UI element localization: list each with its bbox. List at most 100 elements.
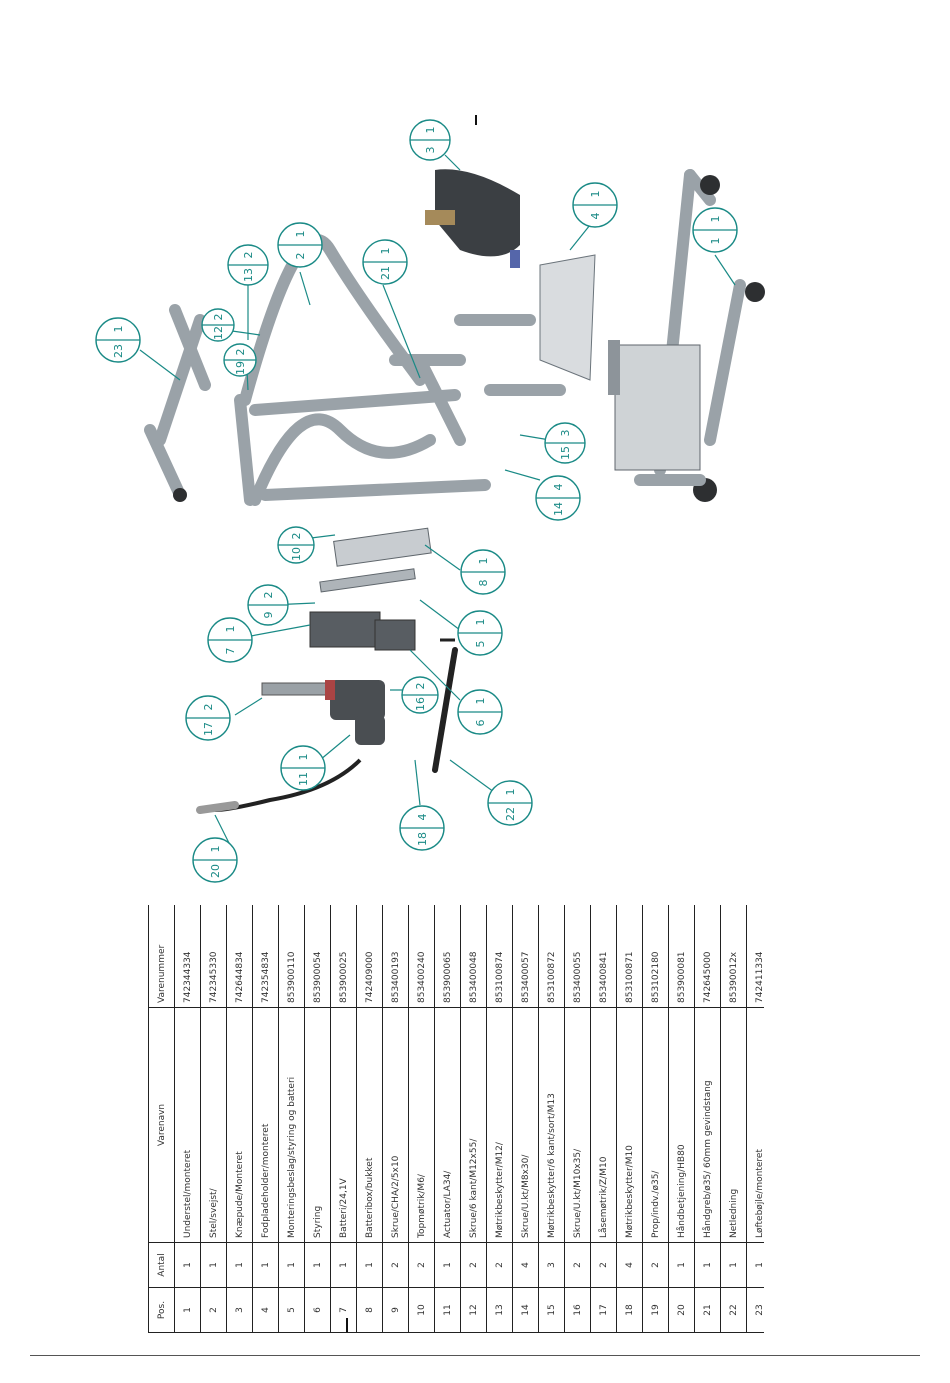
cell-pos: 22	[720, 1287, 747, 1333]
svg-text:9: 9	[262, 612, 275, 619]
cell-name: Møtrikbeskytter/M12/	[486, 1007, 513, 1243]
cell-name: Styring	[304, 1007, 331, 1243]
cell-name: Topmøtrik/M6/	[408, 1007, 435, 1243]
cell-qty: 1	[174, 1242, 201, 1288]
cell-pos: 15	[538, 1287, 565, 1333]
cell-pos: 20	[668, 1287, 695, 1333]
cell-name: Møtrikbeskytter/M10	[616, 1007, 643, 1243]
cell-qty: 1	[226, 1242, 253, 1288]
cell-pos: 17	[590, 1287, 617, 1333]
cell-name: Batteribox/bukket	[356, 1007, 383, 1243]
svg-text:1: 1	[589, 191, 602, 198]
balloon-9: 9 2	[247, 584, 289, 626]
cell-pos: 3	[226, 1287, 253, 1333]
balloon-5: 5 1	[457, 610, 503, 656]
svg-text:19: 19	[234, 361, 247, 375]
cell-number: 742344334	[174, 905, 201, 1008]
balloon-14: 14 4	[535, 475, 581, 521]
cell-name: Skrue/6 kant/M12x55/	[460, 1007, 487, 1243]
cell-pos: 2	[200, 1287, 227, 1333]
cell-number: 853102180	[642, 905, 669, 1008]
svg-text:2: 2	[242, 252, 255, 259]
balloon-23: 23 1	[95, 317, 141, 363]
exploded-assembly-drawing: 23 1 13 2 12 2 19 2 2 1 21 1 3 1 4 1 1 1	[95, 115, 765, 883]
svg-text:1: 1	[504, 789, 517, 796]
header-number: Varenummer	[148, 905, 175, 1008]
svg-text:2: 2	[202, 704, 215, 711]
svg-text:1: 1	[474, 619, 487, 626]
cell-pos: 19	[642, 1287, 669, 1333]
cell-number: 853400057	[512, 905, 539, 1008]
cell-qty: 1	[668, 1242, 695, 1288]
balloon-20: 20 1	[192, 837, 238, 883]
cell-name: Håndbetjening/HB80	[668, 1007, 695, 1243]
svg-text:1: 1	[294, 231, 307, 238]
svg-text:1: 1	[224, 626, 237, 633]
cell-qty: 2	[486, 1242, 513, 1288]
cell-qty: 4	[616, 1242, 643, 1288]
balloon-2: 2 1	[277, 222, 323, 268]
part-actuator	[261, 680, 385, 745]
balloon-11: 11 1	[280, 745, 326, 791]
cell-name: Håndgreb/ø35/ 60mm gevindstang	[694, 1007, 721, 1243]
cell-name: Skrue/CHA/2/5x10	[382, 1007, 409, 1243]
cell-number: 742409000	[356, 905, 383, 1008]
svg-text:5: 5	[474, 641, 487, 648]
cell-qty: 1	[356, 1242, 383, 1288]
svg-text:6: 6	[474, 720, 487, 727]
mark-bottom	[346, 1318, 348, 1332]
balloon-8: 8 1	[460, 549, 506, 595]
svg-text:13: 13	[242, 268, 255, 282]
cell-qty: 1	[746, 1242, 764, 1288]
cell-number: 853100872	[538, 905, 565, 1008]
cell-qty: 2	[590, 1242, 617, 1288]
cell-number: 853400841	[590, 905, 617, 1008]
cell-qty: 1	[720, 1242, 747, 1288]
balloon-19: 19 2	[223, 343, 257, 377]
cell-qty: 3	[538, 1242, 565, 1288]
balloon-10: 10 2	[277, 526, 315, 564]
balloon-16: 16 2	[401, 676, 439, 714]
svg-text:14: 14	[552, 502, 565, 516]
cell-name: Møtrikbeskytter/6 kant/sort/M13	[538, 1007, 565, 1243]
cell-number: 853100874	[486, 905, 513, 1008]
svg-text:2: 2	[234, 349, 247, 356]
svg-text:2: 2	[294, 253, 307, 260]
cell-name: Fodpladeholder/monteret	[252, 1007, 279, 1243]
cell-pos: 21	[694, 1287, 721, 1333]
cell-number: 853900065	[434, 905, 461, 1008]
svg-text:3: 3	[559, 430, 572, 437]
cell-pos: 14	[512, 1287, 539, 1333]
svg-text:1: 1	[709, 216, 722, 223]
cell-name: Knæpude/Monteret	[226, 1007, 253, 1243]
cell-qty: 1	[252, 1242, 279, 1288]
svg-text:2: 2	[262, 592, 275, 599]
svg-text:17: 17	[202, 722, 215, 736]
cell-number: 853400240	[408, 905, 435, 1008]
cell-number: 742645000	[694, 905, 721, 1008]
svg-text:23: 23	[112, 344, 125, 358]
cell-name: Skrue/U.kt/M10x35/	[564, 1007, 591, 1243]
cell-qty: 1	[330, 1242, 357, 1288]
svg-text:3: 3	[424, 147, 437, 154]
cell-number: 85390012x	[720, 905, 747, 1008]
cell-name: Skrue/U.kt/M8x30/	[512, 1007, 539, 1243]
svg-text:21: 21	[379, 266, 392, 280]
cell-pos: 5	[278, 1287, 305, 1333]
part-battery-box	[309, 527, 432, 651]
svg-text:1: 1	[424, 127, 437, 134]
cell-number: 742644834	[226, 905, 253, 1008]
cell-pos: 18	[616, 1287, 643, 1333]
